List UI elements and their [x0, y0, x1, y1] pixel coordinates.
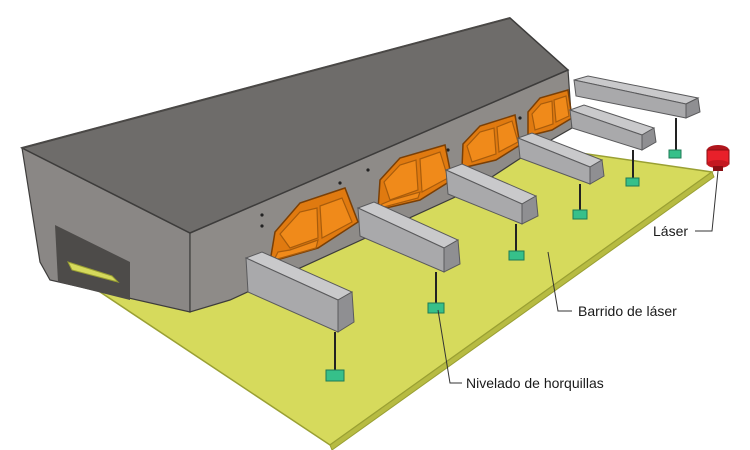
formwork-bay-1: [269, 187, 359, 264]
roof-ridge: [21, 17, 511, 149]
laser-leader: [695, 170, 719, 232]
laser-label: Láser: [653, 223, 688, 239]
precast-bar-3: [444, 163, 539, 261]
fork-bracket-icon: [572, 209, 588, 220]
forks-label: Nivelado de horquillas: [466, 375, 604, 391]
fork-bracket-icon: [325, 369, 345, 382]
wall-anchors: [260, 116, 522, 228]
formwork-bay-2: [377, 144, 453, 211]
fork-bracket-icon: [508, 250, 525, 261]
sweep-label: Barrido de láser: [578, 303, 677, 319]
forks-leader: [437, 309, 462, 384]
precast-bar-1: [244, 251, 355, 382]
fork-bracket-icon: [625, 177, 640, 187]
fork-bracket-icon: [668, 149, 682, 159]
opening-floor-strip: [67, 261, 120, 283]
fork-bracket-icon: [427, 302, 445, 314]
building-opening: [55, 225, 130, 300]
sweep-leader: [547, 251, 572, 312]
laser-emitter-icon: [706, 145, 730, 171]
floor-slab-edge: [329, 171, 715, 450]
formwork-bay-4: [527, 89, 573, 137]
precast-bar-5: [568, 104, 657, 187]
formwork-bay-3: [461, 114, 521, 169]
precast-bar-4: [516, 132, 605, 220]
precast-bar-6: [573, 75, 701, 159]
precast-bar-2: [356, 201, 461, 314]
